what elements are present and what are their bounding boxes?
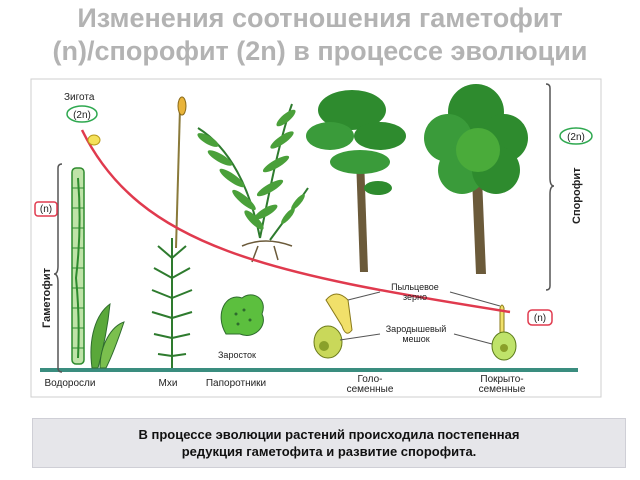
gametophyte-reduction-curve — [80, 129, 511, 314]
gametophyte-ploidy-label: (n) — [40, 204, 52, 215]
group-label-mosses: Мхи — [159, 378, 178, 389]
embryo-pointer-left — [339, 333, 381, 341]
gametophyte-label: Гаметофит — [41, 267, 53, 328]
zygote-ploidy-label: (2n) — [73, 110, 91, 121]
embryo-sac-label-2: мешок — [402, 334, 429, 344]
zygote-icon — [87, 134, 101, 146]
fern-illustration — [197, 103, 309, 336]
caption-box: В процессе эволюции растений происходила… — [32, 418, 626, 468]
group-label-angio-2: семенные — [479, 384, 526, 395]
right-ploidy-box — [527, 309, 553, 326]
pollen-pointer-left — [347, 291, 381, 301]
moss-illustration — [151, 96, 193, 368]
zygote-ploidy-ring — [66, 105, 98, 123]
pollen-label-2: зерно — [403, 292, 427, 302]
sporophyte-ploidy-ring — [559, 127, 593, 145]
group-label-gymno-1: Голо- — [358, 374, 383, 385]
gametophyte-bracket — [53, 163, 63, 373]
sporophyte-bracket — [545, 83, 555, 291]
gametophyte-ploidy-box — [34, 201, 58, 217]
zygote-label: Зигота — [64, 92, 95, 103]
caption-line-2: редукция гаметофита и развитие спорофита… — [181, 444, 477, 459]
embryo-pointer-right — [453, 333, 493, 345]
prothallus-label: Заросток — [218, 350, 256, 360]
gymnosperm-illustration — [306, 90, 406, 359]
algae-illustration — [71, 167, 125, 369]
embryo-sac-label-1: Зародышевый — [386, 324, 446, 334]
group-label-angio-1: Покрыто- — [480, 374, 523, 385]
right-ploidy-label: (n) — [534, 313, 546, 324]
evolution-diagram: Зигота (2n) (n) Гаметофит (2n) Спорофит … — [30, 78, 602, 398]
title-line-2: (n)/спорофит (2n) в процессе эволюции — [52, 36, 588, 66]
angiosperm-illustration — [424, 84, 528, 361]
title-line-1: Изменения соотношения гаметофит — [77, 3, 563, 33]
pollen-pointer-right — [449, 291, 501, 307]
group-label-gymno-2: семенные — [347, 384, 394, 395]
sporophyte-ploidy-label: (2n) — [567, 132, 585, 143]
pollen-label-1: Пыльцевое — [391, 282, 439, 292]
group-label-ferns: Папоротники — [206, 378, 266, 389]
caption-line-1: В процессе эволюции растений происходила… — [138, 427, 520, 442]
sporophyte-label: Спорофит — [571, 167, 583, 224]
group-label-algae: Водоросли — [45, 378, 96, 389]
slide-title: Изменения соотношения гаметофит (n)/спор… — [0, 2, 640, 68]
